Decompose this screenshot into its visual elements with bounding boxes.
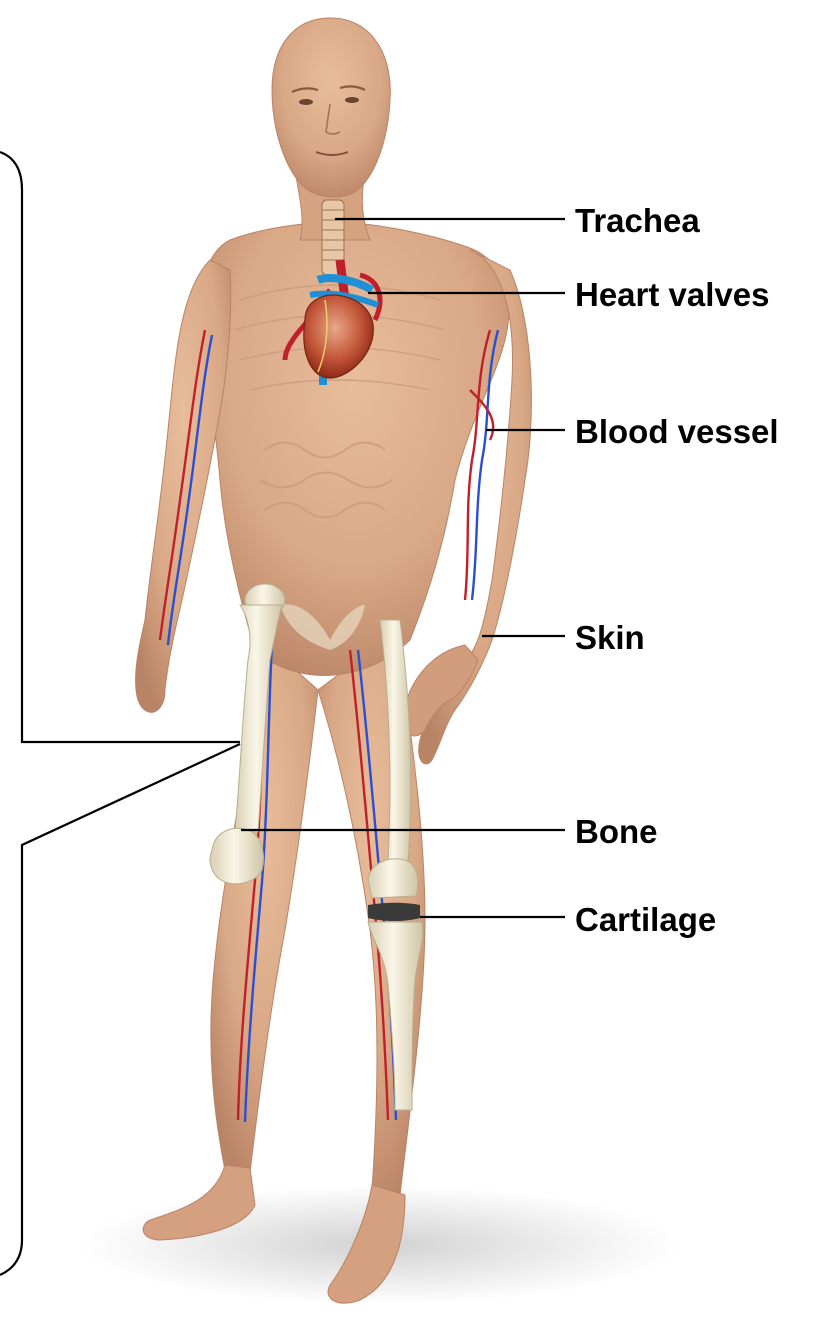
label-trachea: Trachea	[575, 204, 700, 237]
right-eye	[345, 97, 359, 103]
left-eye	[299, 99, 313, 105]
label-blood-vessel: Blood vessel	[575, 415, 779, 448]
label-skin: Skin	[575, 621, 645, 654]
head	[272, 18, 390, 197]
human-body	[136, 18, 532, 1303]
label-heart-valves: Heart valves	[575, 278, 769, 311]
label-bone: Bone	[575, 815, 658, 848]
label-cartilage: Cartilage	[575, 903, 716, 936]
